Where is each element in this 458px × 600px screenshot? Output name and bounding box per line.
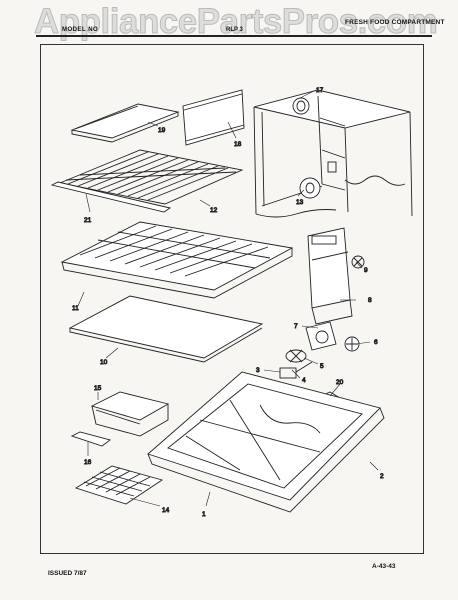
diagram-frame [40,44,424,554]
callout-6: 6 [374,339,378,346]
part-21-trim-strip [50,181,172,213]
callout-15: 15 [94,385,102,392]
callout-2: 2 [380,473,384,480]
header-rule [36,35,432,37]
callout-20: 20 [336,379,344,386]
part-2-crisper-pan [147,371,385,513]
callout-11: 11 [72,305,79,312]
part-16-tray-front [70,431,112,447]
fan-motor-assembly [279,321,360,379]
part-11-crisper-cover [60,221,294,299]
callout-18: 18 [234,141,242,148]
callout-7: 7 [294,323,298,330]
callout-1: 1 [202,511,206,518]
callout-4: 4 [302,377,306,384]
part-8-air-duct [307,227,365,325]
callout-19: 19 [158,127,166,134]
part-18-side-panel [182,89,245,146]
callout-16: 16 [84,459,92,466]
part-10-glass-panel [68,295,264,363]
issued-date: ISSUED 7/87 [48,570,87,577]
callout-5: 5 [320,363,324,370]
part-15-meat-tray [90,391,170,437]
part-14-ice-tray [74,465,164,505]
callout-21: 21 [84,217,92,224]
callout-8: 8 [368,297,372,304]
callout-12: 12 [210,207,218,214]
callout-14: 14 [162,507,170,514]
header-model-label: MODEL NO [62,27,99,33]
callout-13: 13 [296,199,304,206]
leader-lines [77,89,379,507]
part-19-shelf-cover [70,103,180,143]
part-12-wire-shelf [58,149,244,205]
header-model-code: RLP 3 [226,27,243,33]
callout-3: 3 [256,367,260,374]
cabinet-interior [253,89,413,218]
page-code: A-43-43 [372,563,396,570]
callout-9: 9 [364,267,368,274]
callout-17: 17 [316,87,324,94]
header-section-title: FRESH FOOD COMPARTMENT [345,19,445,26]
callout-10: 10 [100,359,108,366]
